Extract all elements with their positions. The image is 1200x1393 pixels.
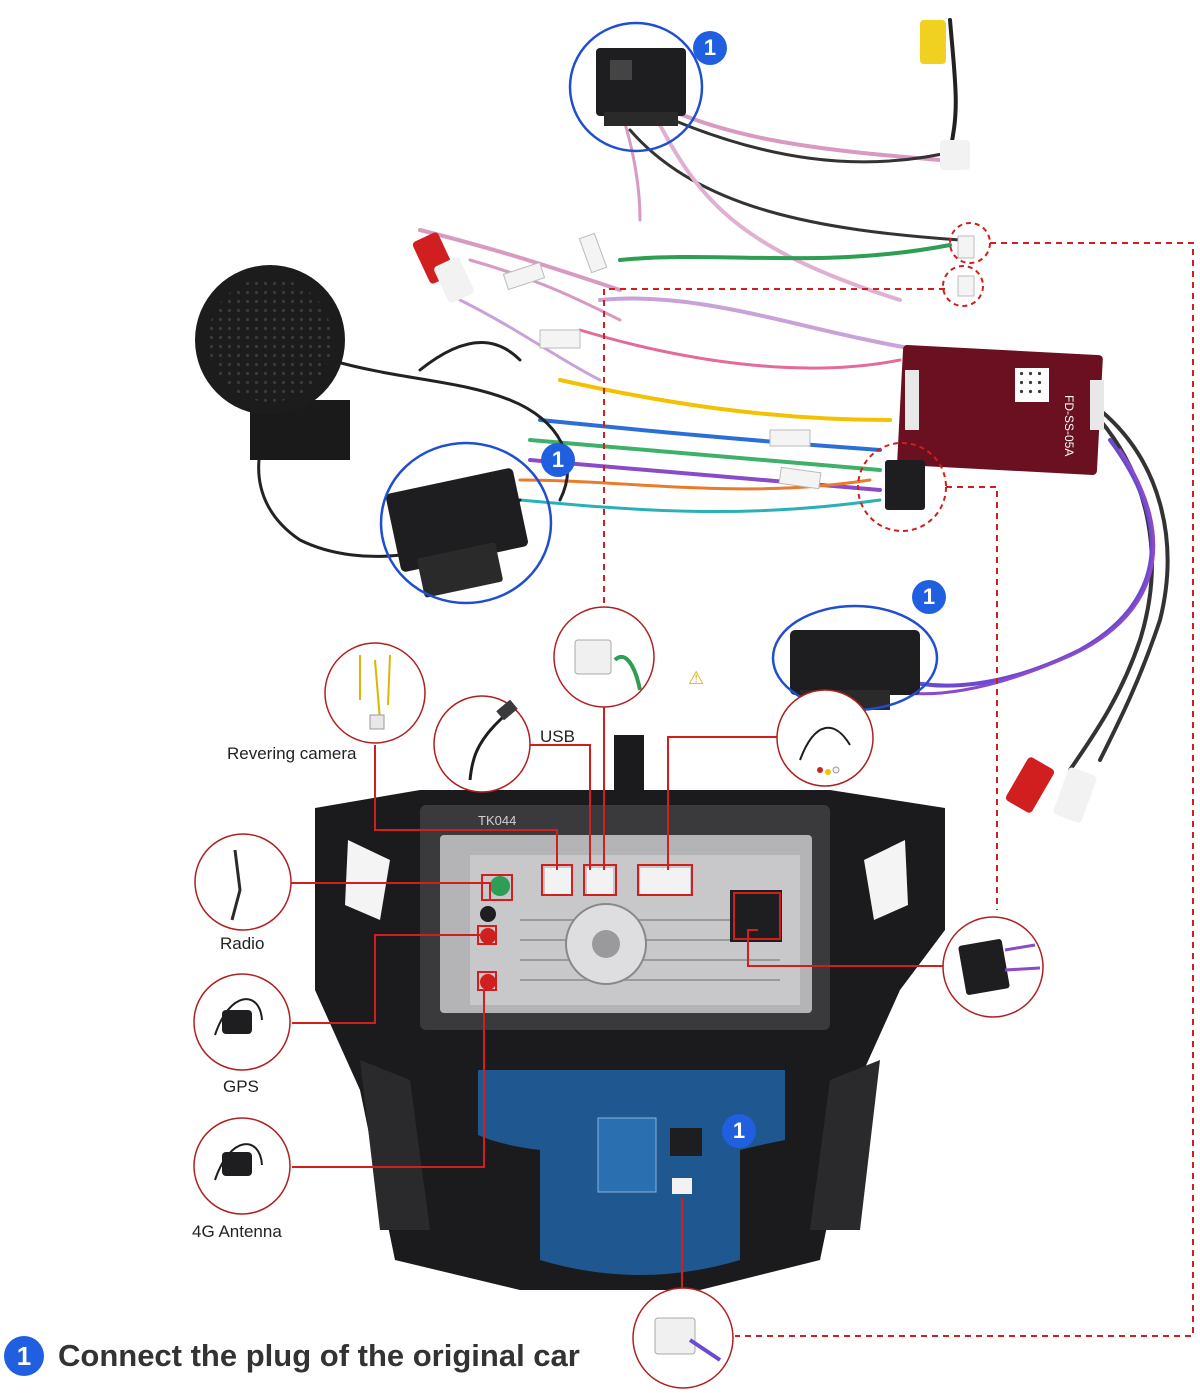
callout-gps [193,973,291,1071]
footer-text: Connect the plug of the original car [58,1338,580,1373]
callout-radio [194,833,292,931]
wire-tags [502,232,975,490]
blue-mounting-plate [478,1070,785,1275]
badge-top: 1 [693,31,727,65]
canbus-model-text: FD-SS-05A [1062,395,1076,456]
canbus-black-connector [885,460,925,510]
label-radio: Radio [220,934,265,953]
callout-usb [433,695,531,793]
head-unit-model-text: TK044 [478,813,516,828]
badge-bottom: 1 [722,1114,756,1148]
head-unit: TK044 [420,805,830,1030]
warning-icon: ⚠ [688,668,705,688]
middle-plug-connector [386,468,528,598]
canbus-box: FD-SS-05A [897,345,1104,475]
label-usb: USB [540,727,575,746]
rca-plugs [412,20,1097,823]
callout-reversing-camera [324,642,426,744]
footer-legend: 1 Connect the plug of the original car [4,1336,580,1376]
callout-white-plug-bottom [632,1287,734,1389]
top-plug-connector [596,48,686,126]
footer-badge: 1 [4,1336,44,1376]
connection-lines [291,692,943,1290]
round-speaker [195,265,350,460]
port-highlight-boxes [477,864,781,991]
label-4g-antenna: 4G Antenna [192,1222,282,1241]
callout-canbus-black-plug [942,916,1044,1018]
callout-white-plug-top [553,606,655,708]
callout-4g-antenna [193,1117,291,1215]
dashed-guide-lines [603,242,1194,1337]
label-reversing-camera: Revering camera [227,744,357,763]
callout-aux-cable [776,689,874,787]
label-gps: GPS [223,1077,259,1096]
badge-middle: 1 [541,443,575,477]
badge-right: 1 [912,580,946,614]
